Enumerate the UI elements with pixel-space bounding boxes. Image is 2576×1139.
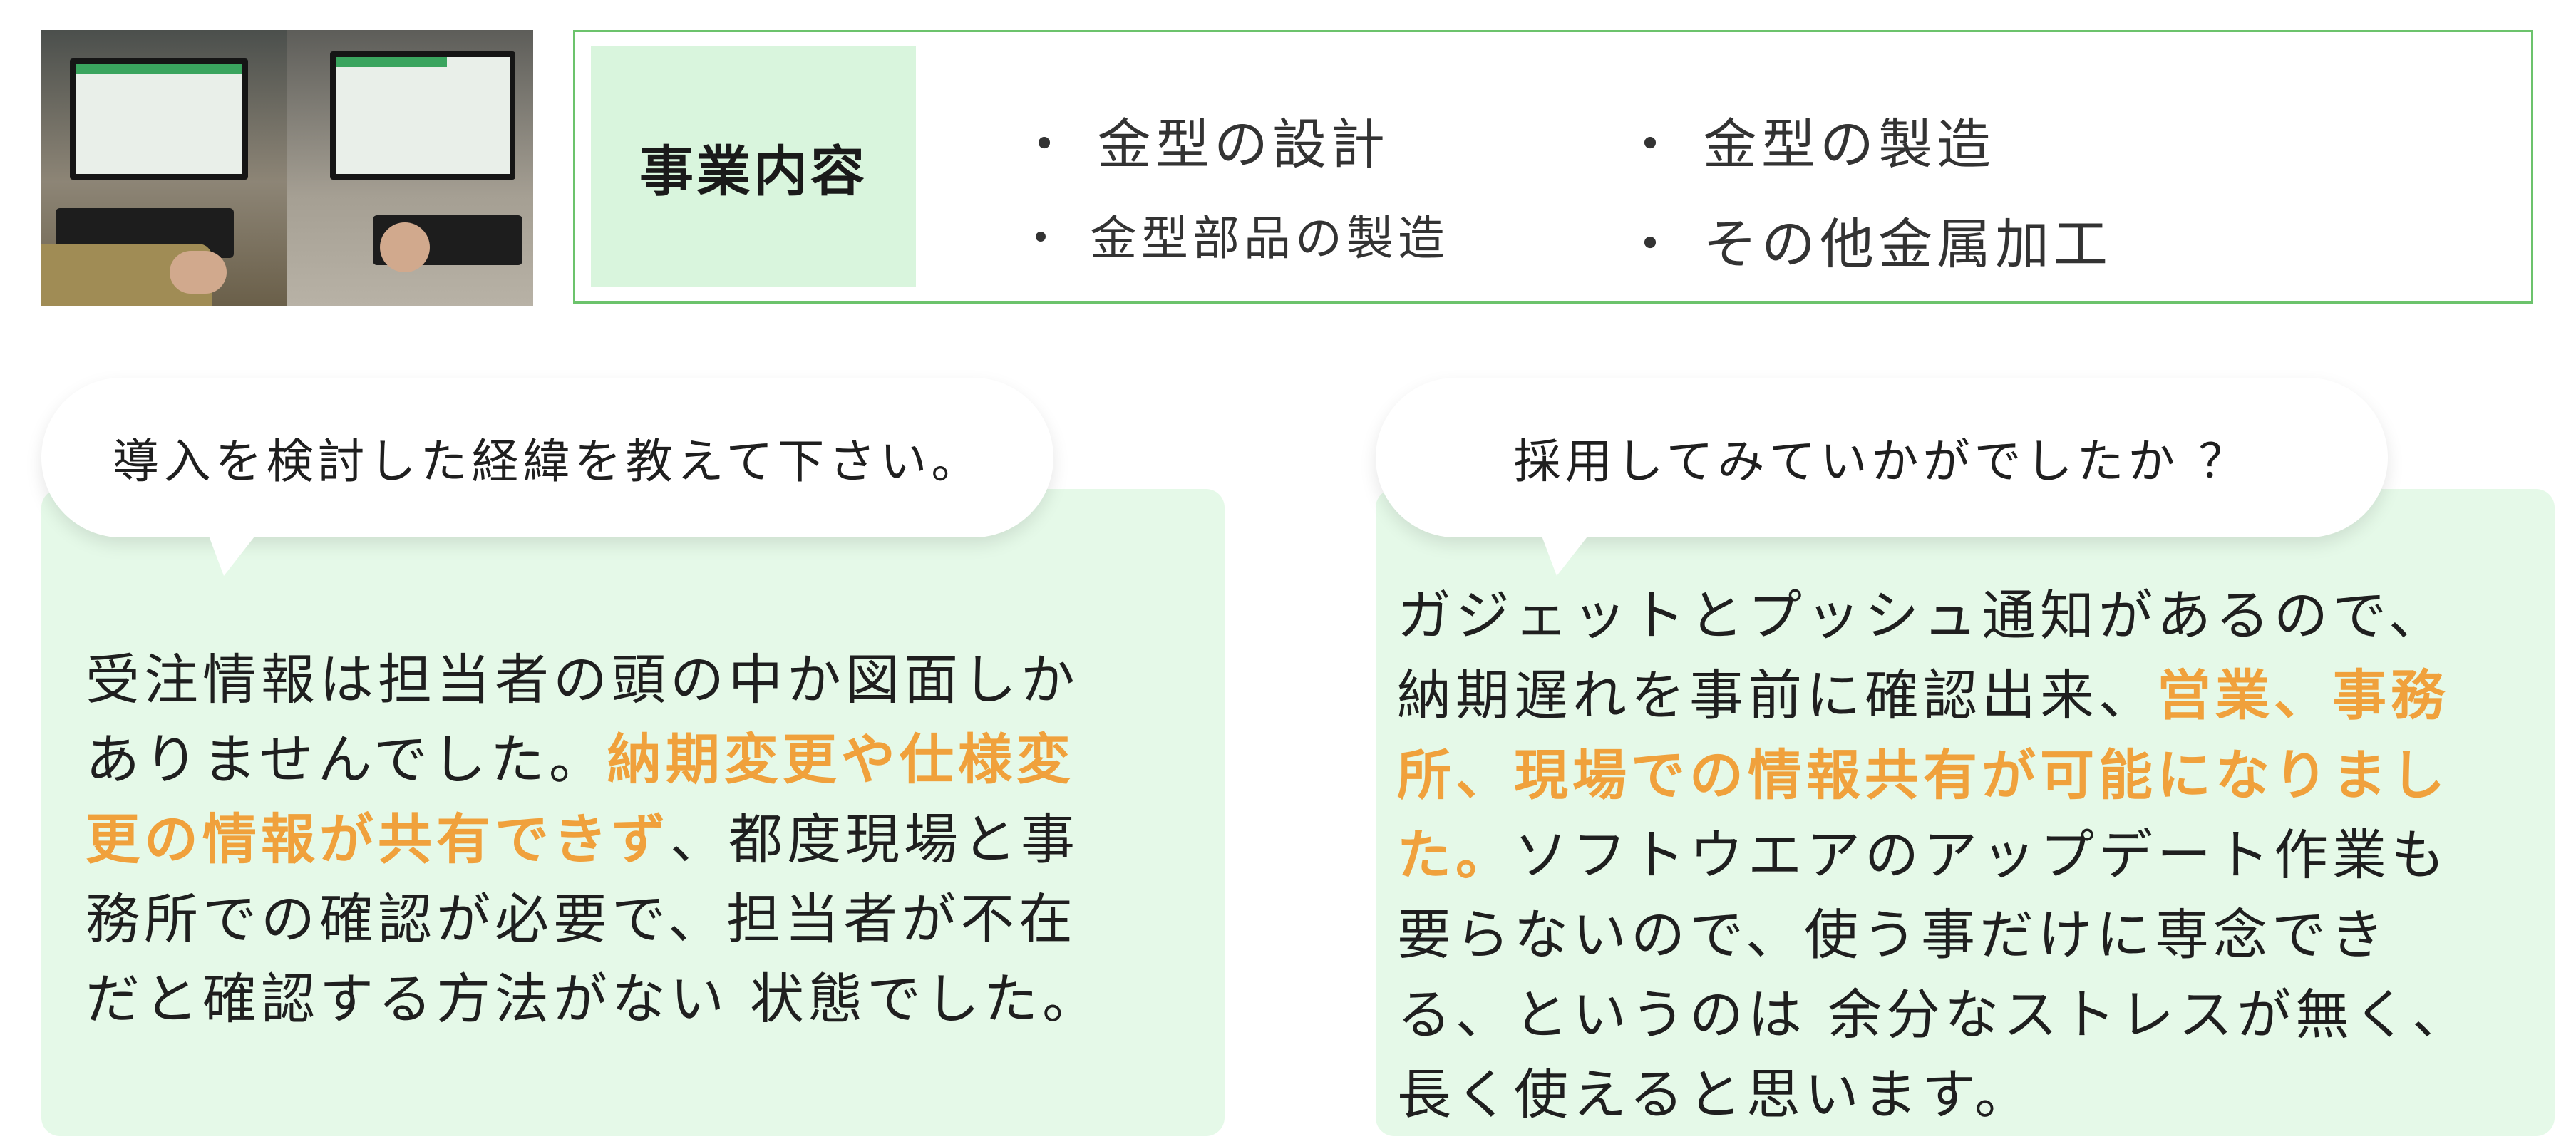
answer-line: 務所での確認が必要で、担当者が不在 xyxy=(86,880,1197,959)
monitor xyxy=(330,51,515,180)
business-item: ・その他金属加工 xyxy=(1623,212,2112,276)
business-item: ・金型の設計 xyxy=(1017,113,1389,176)
answer-text-segment: ソフトウエアのアップデート作業も xyxy=(1514,823,2449,887)
answer-card-left xyxy=(41,489,1225,1136)
photo-left-half xyxy=(41,30,287,306)
answer-text-segment: 受注情報は担当者の頭の中か図面しか xyxy=(86,648,1079,711)
highlighted-text: 営業、事務 xyxy=(2157,664,2449,727)
answer-text-segment: ガジェットとプッシュ通知があるので、 xyxy=(1397,584,2447,647)
answer-text-segment: 納期遅れを事前に確認出来、 xyxy=(1397,664,2157,727)
business-item: ・金型部品の製造 xyxy=(1017,211,1449,266)
answer-text-right: ガジェットとプッシュ通知があるので、納期遅れを事前に確認出来、営業、事務所、現場… xyxy=(1397,576,2538,1135)
question-text: 採用してみていかがでしたか ？ xyxy=(1513,434,2250,489)
answer-text-segment: 、都度現場と事 xyxy=(670,808,1079,871)
hand xyxy=(170,251,227,294)
hand xyxy=(380,222,430,272)
answer-text-segment: 務所での確認が必要で、担当者が不在 xyxy=(86,887,1077,951)
highlighted-text: た。 xyxy=(1397,823,1514,887)
highlighted-text: 所、現場での情報共有が可能になりまし xyxy=(1397,743,2449,807)
answer-line: 長く使えると思います。 xyxy=(1397,1055,2538,1135)
answer-text-segment: ありませんでした。 xyxy=(86,728,607,791)
answer-card-right xyxy=(1376,489,2555,1136)
office-photo xyxy=(41,30,533,306)
answer-text-segment: だと確認する方法がない 状態でした。 xyxy=(86,967,1101,1031)
answer-text-left: 受注情報は担当者の頭の中か図面しかありませんでした。納期変更や仕様変更の情報が共… xyxy=(86,640,1197,1039)
answer-line: ガジェットとプッシュ通知があるので、 xyxy=(1397,576,2538,656)
business-box: 事業内容 ・金型の設計 ・金型の製造 ・金型部品の製造 ・その他金属加工 xyxy=(573,30,2533,304)
answer-line: 受注情報は担当者の頭の中か図面しか xyxy=(86,640,1197,720)
answer-text-segment: 長く使えると思います。 xyxy=(1397,1063,2034,1126)
answer-line: 要らないので、使う事だけに専念でき xyxy=(1397,895,2538,975)
business-label: 事業内容 xyxy=(591,46,916,287)
answer-line: 納期遅れを事前に確認出来、営業、事務 xyxy=(1397,656,2538,736)
answer-line: る、というのは 余分なストレスが無く、 xyxy=(1397,975,2538,1055)
speech-tail-icon xyxy=(207,530,259,576)
monitor xyxy=(70,58,248,180)
speech-tail-icon xyxy=(1540,530,1592,576)
answer-text-segment: る、というのは 余分なストレスが無く、 xyxy=(1397,983,2471,1046)
highlighted-text: 更の情報が共有できず xyxy=(86,808,670,871)
answer-line: 所、現場での情報共有が可能になりまし xyxy=(1397,736,2538,815)
highlighted-text: 納期変更や仕様変 xyxy=(607,728,1075,791)
answer-text-segment: 要らないので、使う事だけに専念でき xyxy=(1397,903,2389,967)
answer-line: た。ソフトウエアのアップデート作業も xyxy=(1397,815,2538,895)
photo-right-half xyxy=(287,30,533,306)
question-text: 導入を検討した経緯を教えて下さい。 xyxy=(112,434,983,489)
business-item: ・金型の製造 xyxy=(1623,113,1995,176)
answer-line: 更の情報が共有できず、都度現場と事 xyxy=(86,800,1197,880)
answer-line: ありませんでした。納期変更や仕様変 xyxy=(86,720,1197,800)
answer-line: だと確認する方法がない 状態でした。 xyxy=(86,959,1197,1039)
question-bubble-left: 導入を検討した経緯を教えて下さい。 xyxy=(41,378,1053,537)
question-bubble-right: 採用してみていかがでしたか ？ xyxy=(1376,378,2388,537)
